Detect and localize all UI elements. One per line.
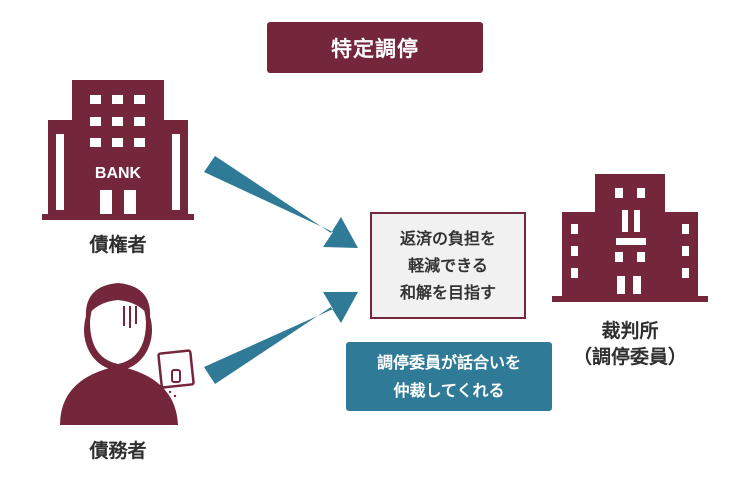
note-line-2: 仲裁してくれる bbox=[393, 380, 505, 400]
court-label-line2: （調停委員） bbox=[572, 346, 687, 368]
debtor-label-text: 債務者 bbox=[89, 440, 147, 462]
note-line-1: 調停委員が話合いを bbox=[376, 352, 521, 372]
title-banner: 特定調停 bbox=[267, 22, 483, 73]
debtor-person-icon bbox=[60, 283, 195, 425]
debtor-label: 債務者 bbox=[72, 438, 164, 464]
bank-sign-text: BANK bbox=[95, 165, 142, 182]
bank-building-icon bbox=[42, 80, 194, 220]
court-building-icon bbox=[552, 174, 708, 302]
court-label: 裁判所 （調停委員） bbox=[560, 318, 700, 370]
center-line-1: 返済の負担を bbox=[399, 229, 496, 248]
arrow-debtor-to-center bbox=[204, 292, 358, 384]
title-text: 特定調停 bbox=[331, 36, 419, 61]
arrow-creditor-to-center bbox=[204, 156, 358, 248]
mediator-note-box: 調停委員が話合いを 仲裁してくれる bbox=[346, 342, 552, 411]
creditor-label: 債権者 bbox=[72, 232, 164, 258]
center-line-2: 軽減できる bbox=[408, 256, 488, 275]
center-line-3: 和解を目指す bbox=[399, 283, 496, 302]
settlement-goal-box: 返済の負担を 軽減できる 和解を目指す bbox=[370, 212, 526, 319]
creditor-label-text: 債権者 bbox=[89, 234, 147, 256]
court-label-line1: 裁判所 bbox=[601, 320, 659, 342]
